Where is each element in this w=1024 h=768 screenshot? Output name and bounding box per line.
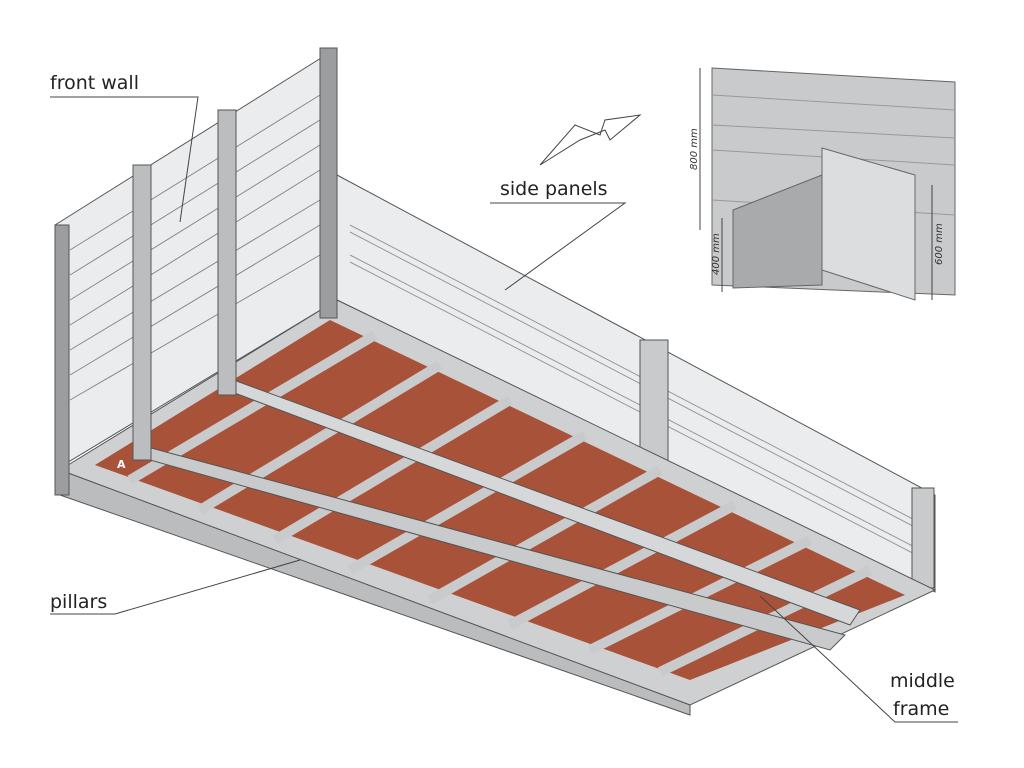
label-middle-frame-line2: frame [893, 698, 950, 720]
side-pillar [911, 487, 935, 589]
front-wall-slats [69, 94, 321, 401]
pillar [217, 109, 237, 396]
dimension-600mm: 600 mm [934, 223, 945, 265]
inset-panels [699, 67, 956, 301]
pillar [319, 47, 338, 319]
dimension-800mm: 800 mm [689, 128, 700, 170]
label-front-wall: front wall [50, 72, 139, 94]
label-pillars: pillars [50, 591, 108, 613]
leader-lines [50, 96, 958, 723]
logo-A: A [117, 458, 126, 471]
label-middle-frame-line1: middle [890, 670, 955, 692]
dimension-400mm: 400 mm [711, 233, 722, 275]
pillar [132, 164, 152, 461]
arrow-icon [539, 114, 642, 166]
label-side-panels: side panels [500, 178, 608, 200]
pillar [54, 224, 70, 496]
